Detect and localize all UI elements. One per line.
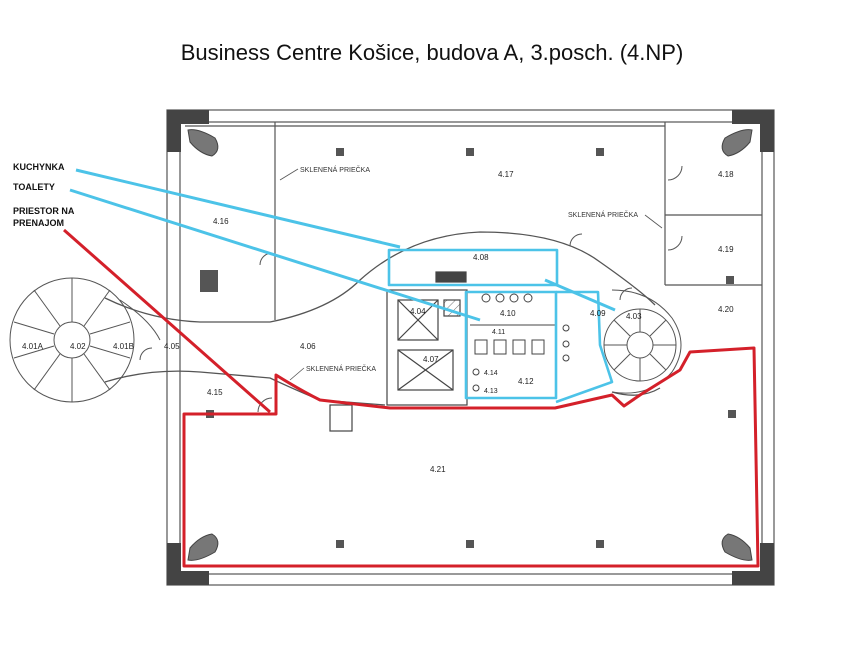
room-4-12: 4.12 [518, 377, 534, 386]
room-4-19: 4.19 [718, 245, 734, 254]
left-spiral-stair [9, 277, 161, 403]
room-4-13: 4.13 [484, 388, 498, 395]
room-4-21: 4.21 [430, 465, 446, 474]
corner-columns [167, 110, 774, 585]
glass-partition-note-b: SKLENENÁ PRIEČKA [568, 210, 638, 219]
room-4-05: 4.05 [164, 342, 180, 351]
room-4-18: 4.18 [718, 170, 734, 179]
legend-leaders [63, 168, 616, 414]
room-4-02: 4.02 [70, 342, 86, 351]
room-4-01b: 4.01B [113, 342, 134, 351]
room-4-14: 4.14 [484, 370, 498, 377]
legend-rental-line1: PRIESTOR NA [13, 206, 75, 216]
service-outline [387, 248, 614, 404]
room-4-01a: 4.01A [22, 342, 44, 351]
legend-toilets: TOALETY [13, 182, 55, 192]
room-4-11: 4.11 [492, 329, 505, 336]
door-swings [139, 165, 683, 413]
room-4-03: 4.03 [626, 312, 642, 321]
page-title: Business Centre Košice, budova A, 3.posc… [180, 40, 684, 65]
legend: KUCHYNKA TOALETY PRIESTOR NA PRENAJOM [13, 162, 75, 228]
room-4-16: 4.16 [213, 217, 229, 226]
building-shell [166, 109, 775, 586]
room-4-17: 4.17 [498, 170, 514, 179]
legend-kitchen: KUCHYNKA [13, 162, 65, 172]
room-4-08: 4.08 [473, 253, 489, 262]
room-4-07: 4.07 [423, 355, 439, 364]
room-4-04: 4.04 [410, 307, 426, 316]
corridor-walls [104, 231, 661, 406]
rental-outline [182, 346, 760, 568]
room-4-06: 4.06 [300, 342, 316, 351]
room-4-20: 4.20 [718, 305, 734, 314]
column-markers [200, 148, 736, 548]
room-4-10: 4.10 [500, 309, 516, 318]
glass-notes: SKLENENÁ PRIEČKA SKLENENÁ PRIEČKA SKLENE… [279, 165, 663, 381]
room-4-15: 4.15 [207, 388, 223, 397]
toilet-fixtures [470, 293, 570, 392]
room-labels: 4.01A 4.02 4.01B 4.05 4.06 4.15 4.16 4.1… [22, 170, 734, 474]
room-4-09: 4.09 [590, 309, 606, 318]
glass-partition-note-a: SKLENENÁ PRIEČKA [300, 165, 370, 174]
glass-partition-note-c: SKLENENÁ PRIEČKA [306, 364, 376, 373]
legend-rental-line2: PRENAJOM [13, 218, 64, 228]
corner-pillars [187, 129, 753, 561]
